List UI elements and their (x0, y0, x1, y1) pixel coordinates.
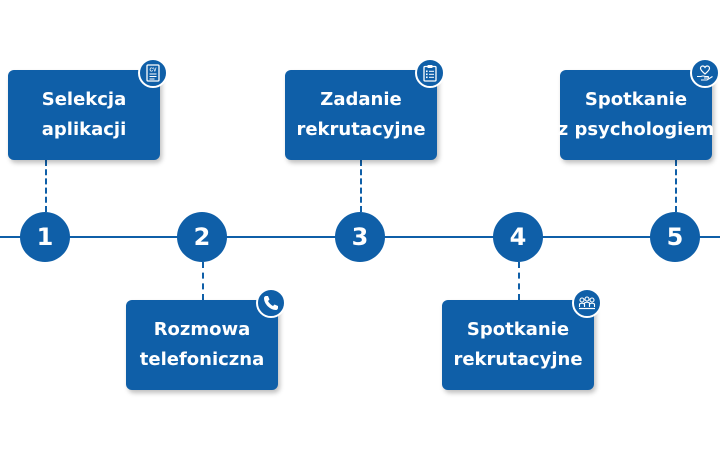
connector-4 (518, 262, 520, 300)
cv-icon-label: CV (150, 68, 158, 74)
step-card-5: Spotkanie z psychologiem (557, 58, 720, 160)
step-number-4: 4 (509, 223, 527, 251)
step-card-4: Spotkanie rekrutacyjne (442, 288, 602, 390)
step-node-5: 5 (650, 212, 700, 262)
step-node-4: 4 (493, 212, 543, 262)
step-card-3: Zadanie rekrutacyjne (285, 58, 445, 160)
step-1-title-line1: Selekcja (41, 89, 127, 110)
step-card-2: Rozmowa telefoniczna (126, 288, 286, 390)
connector-1 (45, 160, 47, 212)
step-2-title-line1: Rozmowa (153, 319, 251, 340)
cv-document-icon: CV (138, 58, 168, 88)
step-4-title-line1: Spotkanie (466, 319, 570, 340)
heart-in-hand-icon (690, 58, 720, 88)
step-5-title-line2: z psychologiem (557, 119, 715, 140)
step-3-title-line2: rekrutacyjne (296, 119, 426, 140)
step-number-2: 2 (193, 223, 211, 251)
group-meeting-icon (572, 288, 602, 318)
step-card-1: Selekcja aplikacji CV (8, 58, 168, 160)
step-3-title-line1: Zadanie (320, 89, 402, 110)
connector-3 (360, 160, 362, 212)
step-4-title-line2: rekrutacyjne (453, 349, 583, 370)
step-number-1: 1 (36, 223, 54, 251)
step-node-3: 3 (335, 212, 385, 262)
step-node-2: 2 (177, 212, 227, 262)
step-node-1: 1 (20, 212, 70, 262)
clipboard-checklist-icon (415, 58, 445, 88)
step-2-title-line2: telefoniczna (139, 349, 265, 370)
phone-icon (256, 288, 286, 318)
step-5-title-line1: Spotkanie (584, 89, 688, 110)
step-1-title-line2: aplikacji (41, 119, 127, 140)
connector-2 (202, 262, 204, 300)
step-number-5: 5 (666, 223, 684, 251)
connector-5 (675, 160, 677, 212)
step-number-3: 3 (351, 223, 369, 251)
